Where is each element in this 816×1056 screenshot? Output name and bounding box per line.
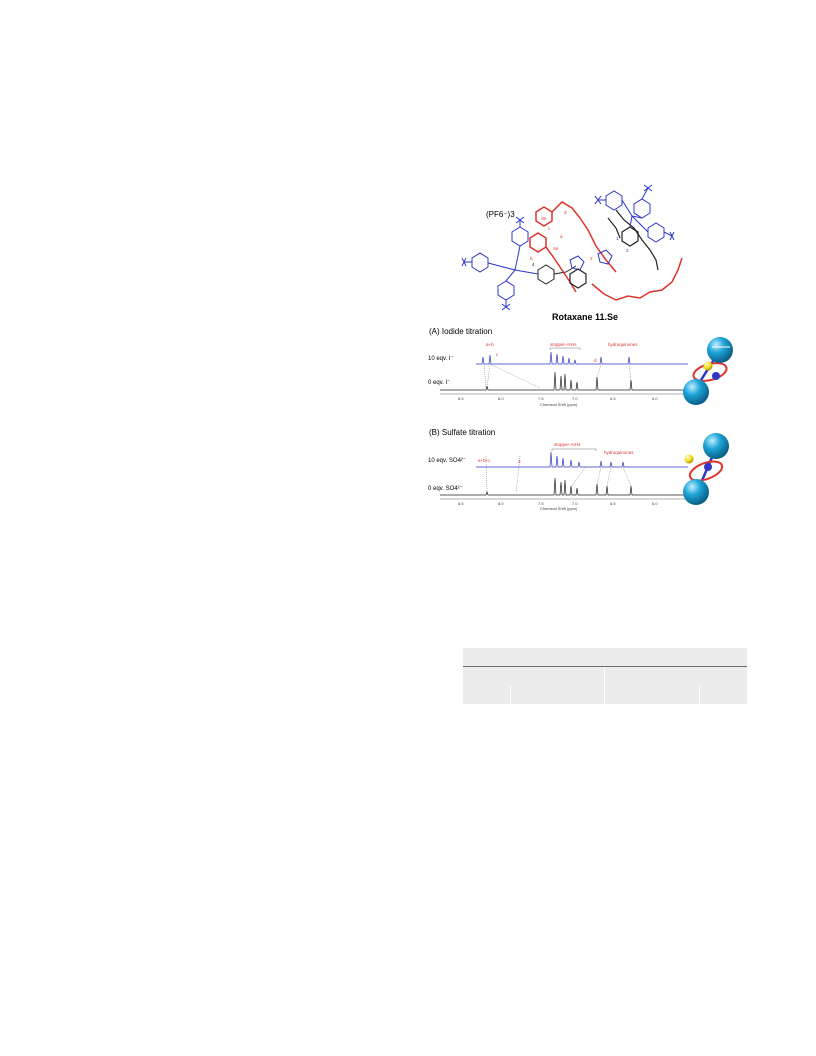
panel-b-tick-5: 6.0 [652, 501, 658, 506]
rotaxane-figure: (PF6⁻)3 [420, 170, 750, 520]
panel-a-tick-3: 7.0 [572, 396, 578, 401]
panel-b-bottom-label: 0 eqv. SO4²⁻ [428, 486, 463, 492]
panel-a-annot-c: c [496, 352, 499, 357]
ring-label-c: c [548, 226, 551, 231]
panel-a-tick-2: 7.5 [538, 396, 544, 401]
panel-b-annot-abc: a+b+c [478, 458, 491, 463]
panel-a-tick-5: 6.0 [652, 396, 658, 401]
table-subheader-right [604, 667, 747, 686]
ring-label-2: 2 [626, 248, 629, 253]
table-cell-3 [604, 685, 701, 704]
rotaxane-structure: (PF6⁻)3 [461, 184, 683, 322]
panel-b-bottom-spectrum [440, 477, 688, 496]
panel-a-annot-stopper: stopper-ArHs [550, 342, 577, 347]
panel-a-iodide: (A) Iodide titration 10 eqv. I⁻ 0 eqv. I… [428, 327, 688, 407]
table-header-band [463, 648, 747, 667]
panel-b-tick-2: 7.5 [538, 501, 544, 506]
ring-label-d: d [564, 210, 567, 215]
panel-a-top-label: 10 eqv. I⁻ [428, 356, 454, 362]
table-subheader-left [463, 667, 606, 686]
panel-a-annot-hydroquinones: hydroquinones [608, 342, 638, 347]
panel-a-tick-0: 8.5 [458, 396, 464, 401]
panel-b-tick-0: 8.5 [458, 501, 464, 506]
ring-label-1: 1 [616, 236, 619, 241]
panel-b-annot-stopper: stopper-ArHs [554, 442, 581, 447]
panel-b-tick-1: 8.0 [498, 501, 504, 506]
ring-label-a: a [560, 234, 563, 239]
ring-label-3: 3 [590, 256, 593, 261]
panel-a-title: (A) Iodide titration [429, 327, 492, 336]
panel-a-top-spectrum [476, 351, 688, 365]
panel-b-annot-3: 3 [518, 459, 521, 464]
empty-table [463, 648, 747, 704]
panel-a-bottom-label: 0 eqv. I⁻ [428, 380, 450, 386]
panel-a-tick-4: 6.5 [610, 396, 616, 401]
ring-label-se2: Se [553, 246, 559, 251]
panel-a-xaxis-label: Chemical Shift (ppm) [540, 402, 578, 407]
table-cell-4 [699, 685, 747, 704]
panel-b-sulfate: (B) Sulfate titration 10 eqv. SO4²⁻ 0 eq… [428, 428, 688, 511]
compound-label: Rotaxane 11.Se [552, 312, 618, 322]
panel-b-top-spectrum [476, 451, 688, 468]
panel-a-bottom-spectrum [440, 371, 688, 391]
panel-b-tick-3: 7.0 [572, 501, 578, 506]
panel-a-annot-d: d [594, 358, 597, 363]
panel-b-top-label: 10 eqv. SO4²⁻ [428, 458, 466, 464]
panel-b-annot-hydroquinones: hydroquinones [604, 450, 634, 455]
panel-b-title: (B) Sulfate titration [429, 428, 495, 437]
panel-a-tick-1: 8.0 [498, 396, 504, 401]
counterion-label: (PF6⁻)3 [486, 210, 515, 219]
cartoon-rotaxane-iodide [683, 337, 733, 405]
ring-label-se1: Se [541, 216, 547, 221]
panel-b-tick-4: 6.5 [610, 501, 616, 506]
table-rule [463, 666, 747, 668]
panel-a-annot-ab: a+b [486, 342, 494, 347]
ring-label-4: 4 [532, 262, 535, 267]
table-stub [463, 648, 747, 704]
ring-label-b: b [530, 256, 533, 261]
table-cell-1 [463, 685, 511, 704]
cartoon-rotaxane-sulfate [683, 433, 729, 505]
table-cell-2 [510, 685, 606, 704]
panel-b-xaxis-label: Chemical Shift (ppm) [540, 506, 578, 511]
